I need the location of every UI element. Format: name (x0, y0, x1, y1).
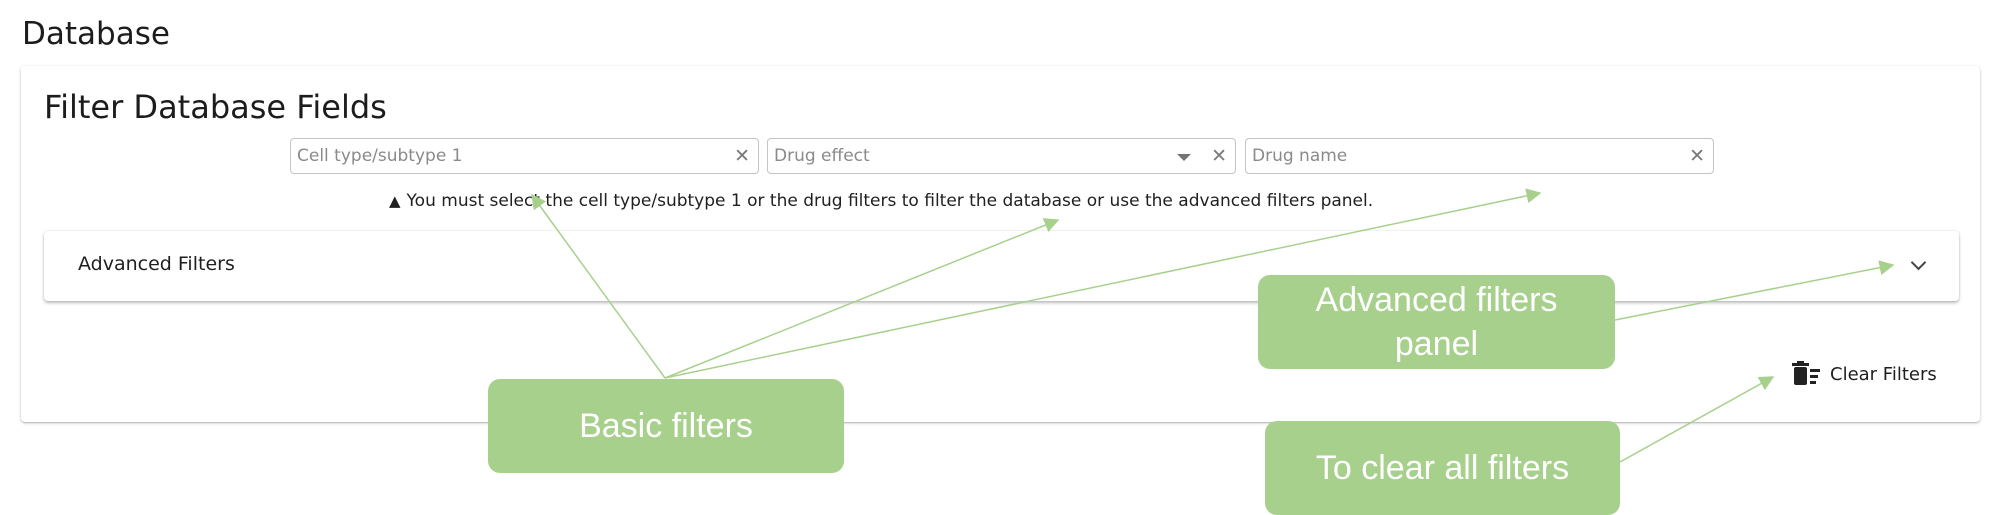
cell-type-clear-icon[interactable]: ✕ (734, 145, 750, 167)
page-title: Database (22, 16, 170, 52)
clear-filters-button[interactable]: Clear Filters (1792, 359, 1937, 389)
dropdown-arrow-icon[interactable] (1177, 154, 1191, 161)
drug-name-clear-icon[interactable]: ✕ (1689, 145, 1705, 167)
callout-advanced-line1: Advanced filters (1315, 281, 1558, 319)
delete-sweep-icon (1792, 361, 1820, 385)
chevron-down-icon[interactable] (1910, 254, 1927, 271)
cell-type-select[interactable]: ✕ (290, 138, 759, 174)
cell-type-input[interactable] (297, 139, 671, 173)
advanced-filters-label: Advanced Filters (78, 253, 235, 275)
advanced-filters-accordion[interactable]: Advanced Filters (44, 231, 1959, 301)
filter-card: Filter Database Fields ✕ ✕ ✕ ▲ You must s… (21, 66, 1980, 422)
drug-effect-input[interactable] (774, 139, 1148, 173)
clear-filters-label: Clear Filters (1830, 363, 1937, 385)
drug-effect-clear-icon[interactable]: ✕ (1211, 145, 1227, 167)
callout-basic-filters: Basic filters (488, 379, 844, 473)
callout-clear-filters: To clear all filters (1265, 421, 1620, 515)
filter-warning-text: You must select the cell type/subtype 1 … (406, 191, 1374, 211)
drug-name-input[interactable] (1252, 139, 1626, 173)
callout-advanced-filters: Advanced filters panel (1258, 275, 1615, 369)
filter-card-title: Filter Database Fields (44, 88, 387, 126)
drug-name-select[interactable]: ✕ (1245, 138, 1714, 174)
warning-icon: ▲ (389, 192, 401, 210)
callout-advanced-line2: panel (1394, 325, 1479, 363)
callout-basic-text: Basic filters (579, 407, 753, 445)
callout-clear-text: To clear all filters (1315, 449, 1570, 487)
drug-effect-select[interactable]: ✕ (767, 138, 1236, 174)
filter-warning: ▲ You must select the cell type/subtype 1… (389, 191, 1373, 211)
